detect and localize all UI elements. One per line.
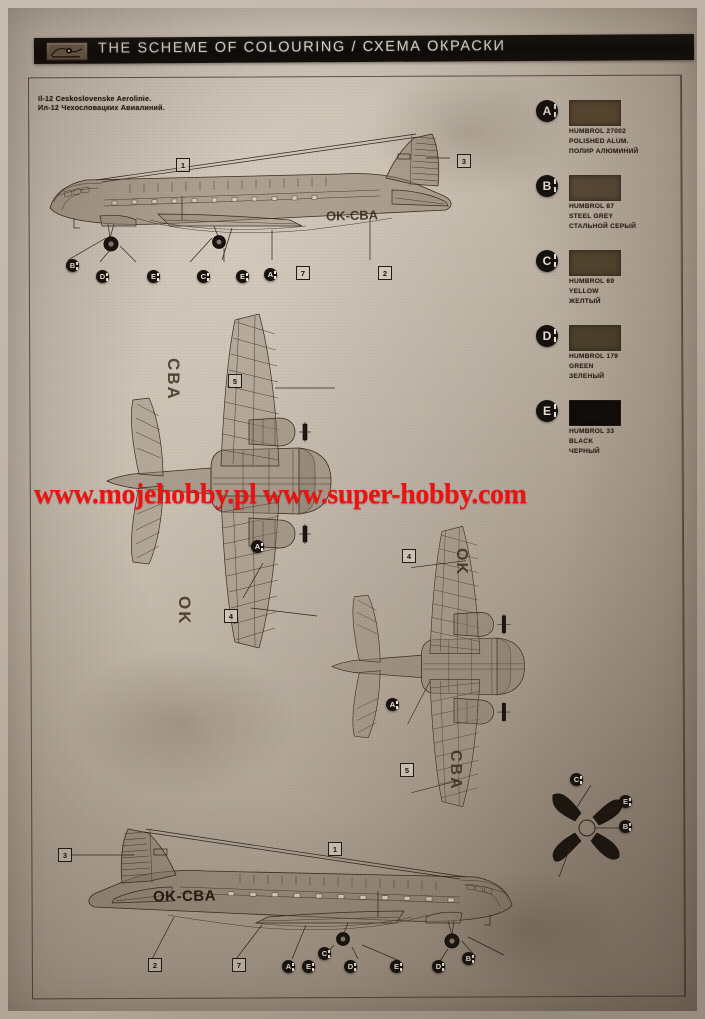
legend-paint-code-d: HUMBROL 179 [569,353,619,360]
legend-text-c: HUMBROL 69 YELLOW ЖЕЛТЫЙ [569,277,614,306]
legend-text-e: HUMBROL 33 BLACK ЧЕРНЫЙ [569,427,614,456]
legend-name-en-b: STEEL GREY [569,212,614,220]
page-title: THE SCHEME OF COLOURING / СХЕМА ОКРАСКИ [97,38,506,57]
caption-cyrillic: Ил-12 Чехословацких Авиалиний. [38,103,165,113]
legend-name-ru-d: ЗЕЛЕНЫЙ [569,372,605,380]
brand-logo-icon [45,41,89,61]
legend-item-e: E HUMBROL 33 BLACK ЧЕРНЫЙ [536,400,686,462]
site-watermark: www.mojehobby.pl www.super-hobby.com [34,479,527,510]
legend-badge-c: C [536,250,558,272]
legend-swatch-a [569,100,621,126]
legend-badge-d: D [536,325,558,347]
legend-name-en-d: GREEN [569,362,594,370]
legend-name-en-e: BLACK [569,437,594,445]
legend-badge-b: B [536,175,558,197]
legend-swatch-e [569,400,621,426]
legend-badge-a: A [536,100,558,122]
legend-text-a: HUMBROL 27002 POLISHED ALUM. ПОЛИР АЛЮМИ… [569,127,639,156]
legend-name-ru-a: ПОЛИР АЛЮМИНИЙ [569,147,639,155]
legend-name-ru-b: СТАЛЬНОЙ СЕРЫЙ [569,222,637,230]
legend-paint-code-a: HUMBROL 27002 [569,128,626,135]
legend-text-d: HUMBROL 179 GREEN ЗЕЛЕНЫЙ [569,352,618,381]
legend-swatch-d [569,325,621,351]
legend-swatch-c [569,250,621,276]
legend-paint-code-b: HUMBROL 87 [569,203,615,210]
caption-latin: Il-12 Ceskoslovenske Aerolinie. [38,94,152,103]
legend-paint-code-e: HUMBROL 33 [569,428,615,435]
legend-name-ru-e: ЧЕРНЫЙ [569,447,600,455]
legend-name-ru-c: ЖЕЛТЫЙ [569,297,601,305]
legend-badge-e: E [536,400,558,422]
legend-name-en-c: YELLOW [569,287,599,295]
legend-item-b: B HUMBROL 87 STEEL GREY СТАЛЬНОЙ СЕРЫЙ [536,175,686,237]
legend-item-a: A HUMBROL 27002 POLISHED ALUM. ПОЛИР АЛЮ… [536,100,686,162]
legend-name-en-a: POLISHED ALUM. [569,137,629,145]
legend-paint-code-c: HUMBROL 69 [569,278,615,285]
legend-item-c: C HUMBROL 69 YELLOW ЖЕЛТЫЙ [536,250,686,312]
legend-item-d: D HUMBROL 179 GREEN ЗЕЛЕНЫЙ [536,325,686,387]
legend-text-b: HUMBROL 87 STEEL GREY СТАЛЬНОЙ СЕРЫЙ [569,202,636,231]
legend-swatch-b [569,175,621,201]
header-bar: THE SCHEME OF COLOURING / СХЕМА ОКРАСКИ [33,33,695,65]
colour-legend: A HUMBROL 27002 POLISHED ALUM. ПОЛИР АЛЮ… [536,100,686,475]
subject-caption: Il-12 Ceskoslovenske Aerolinie. Ил-12 Че… [38,94,165,112]
